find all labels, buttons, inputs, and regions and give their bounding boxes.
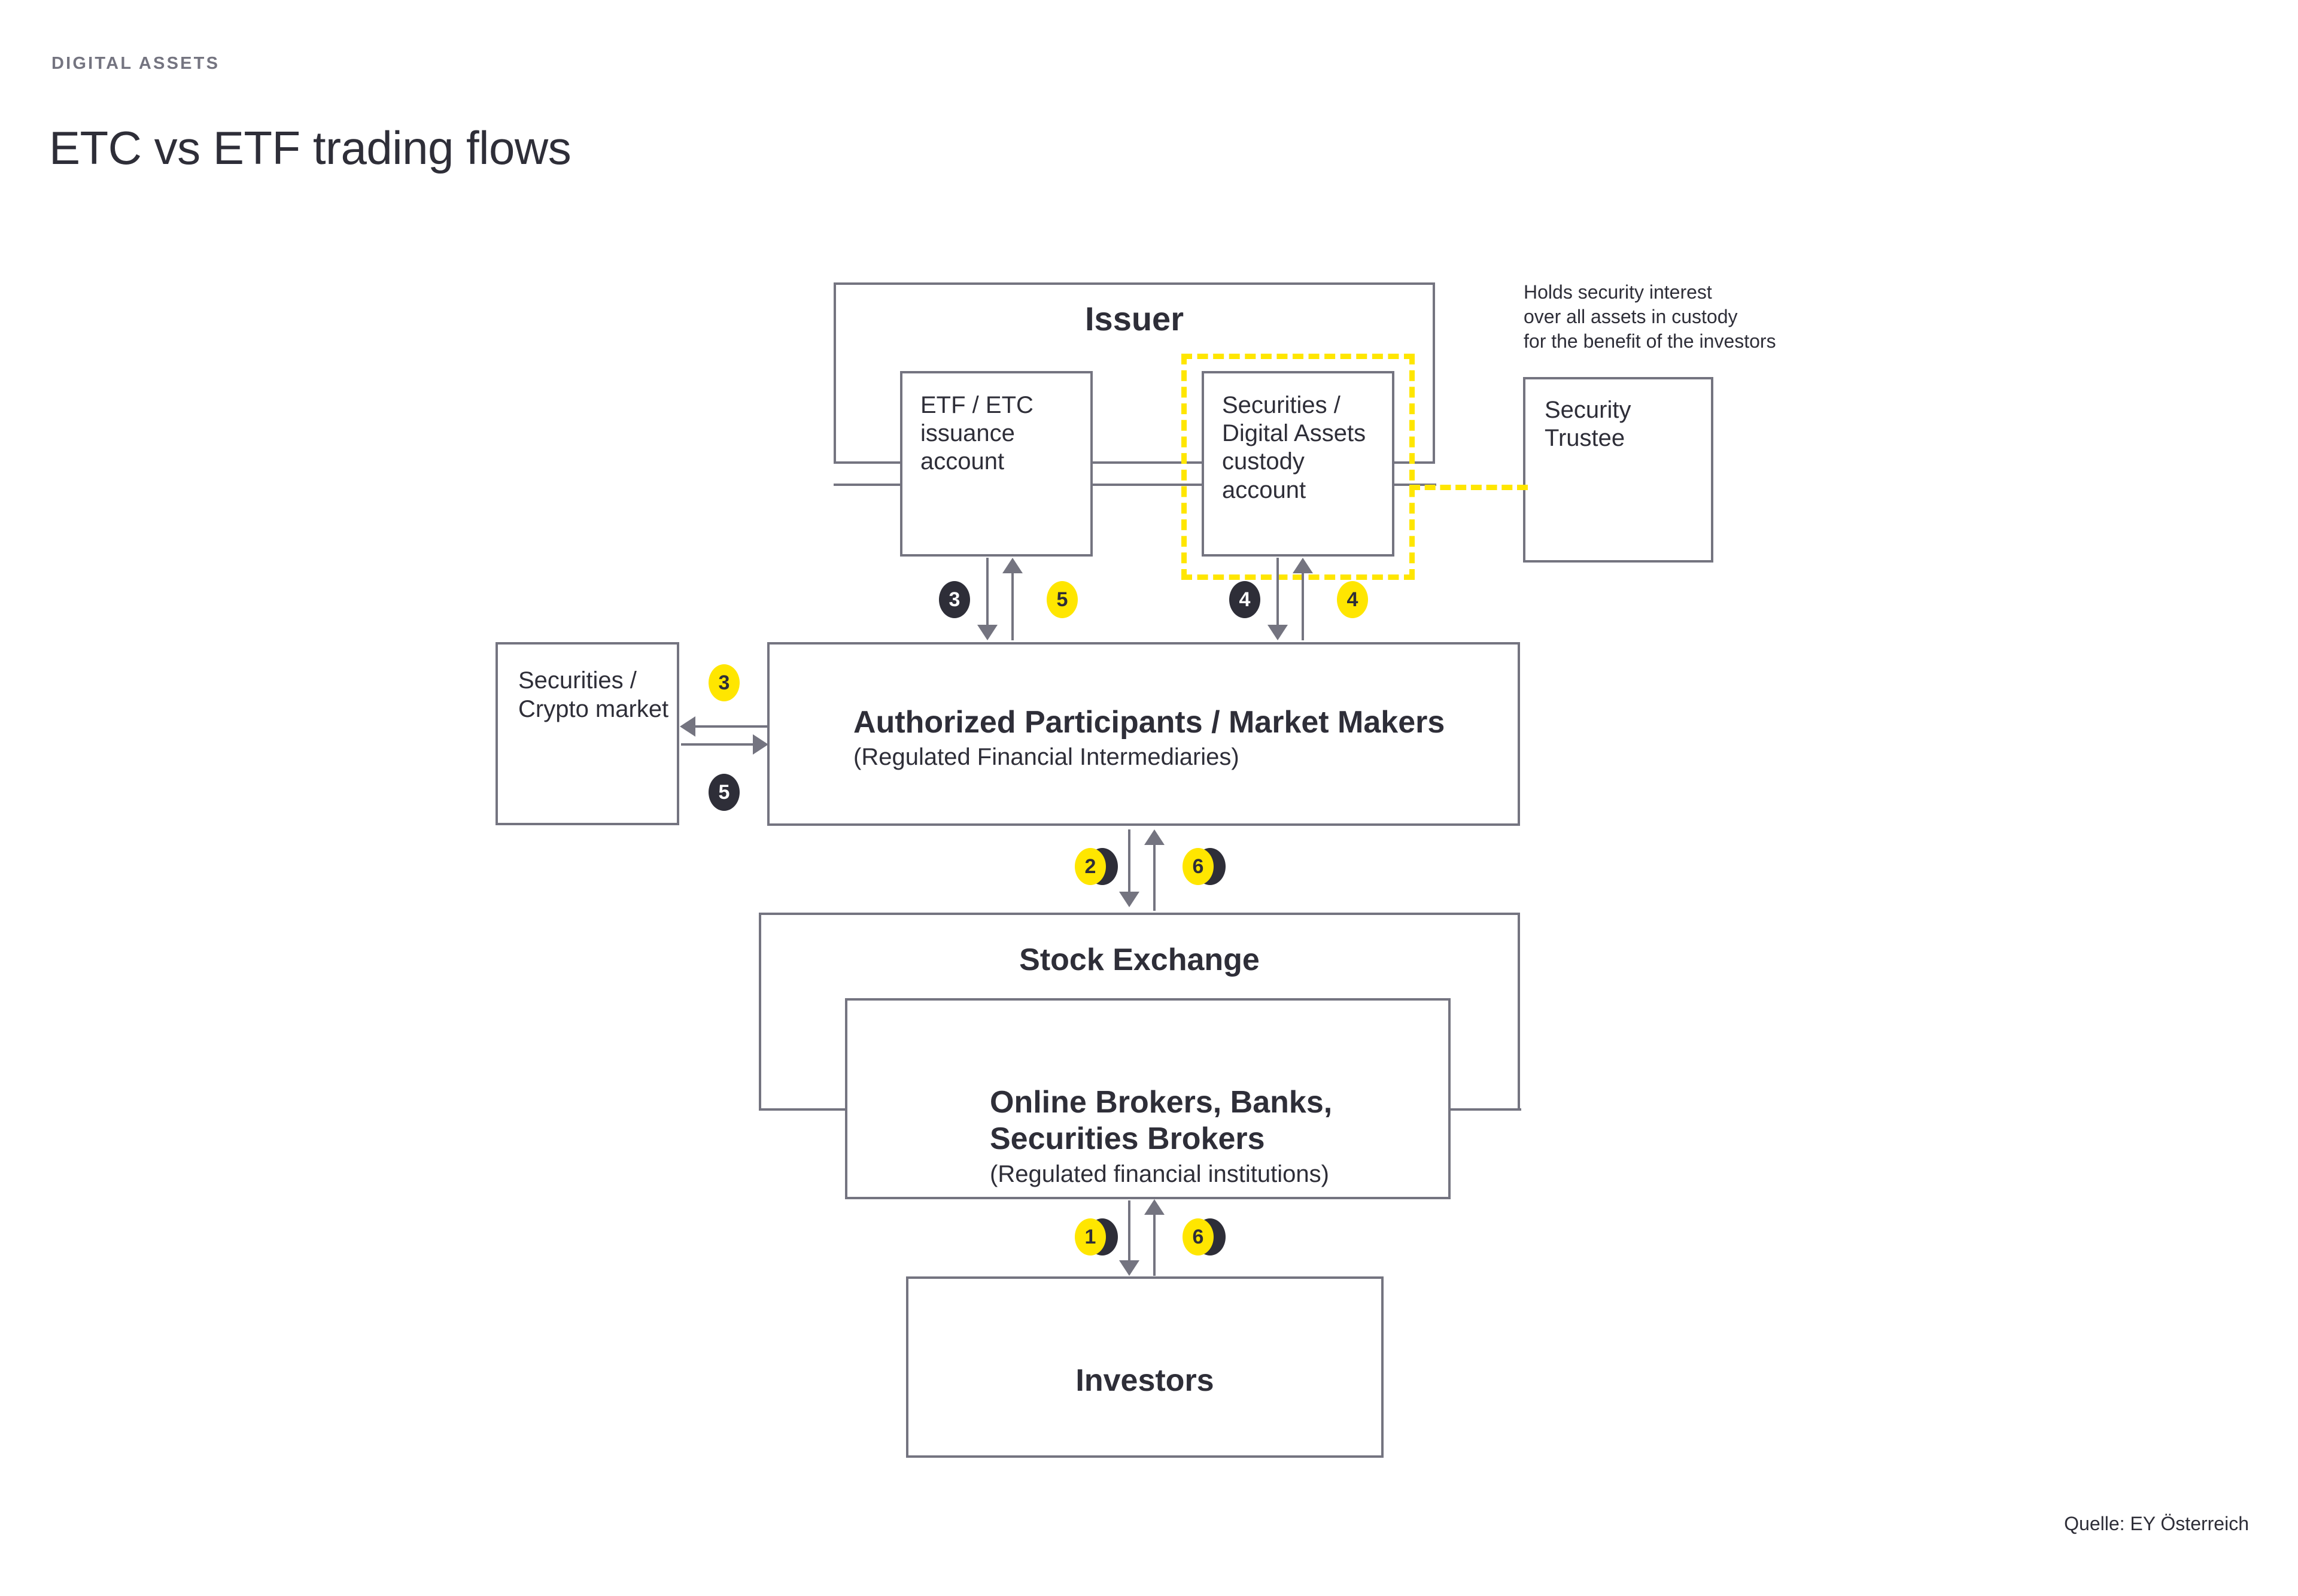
badge-number: 1 xyxy=(1084,1225,1096,1248)
badge-disc xyxy=(1047,581,1078,618)
arrow-market-right-shaft xyxy=(681,743,754,746)
etf-etc-issuance-account-label: ETF / ETC issuance account xyxy=(920,392,1034,475)
badge-disc xyxy=(939,581,970,618)
issuer-label: Issuer xyxy=(1085,300,1184,338)
source-note: Quelle: EY Österreich xyxy=(2064,1513,2249,1534)
arrow-exchange-down-shaft xyxy=(1128,829,1130,892)
authorized-participants-subtitle: (Regulated Financial Intermediaries) xyxy=(853,744,1239,770)
badge-disc xyxy=(1337,581,1368,618)
etf-etc-issuance-account-box[interactable]: ETF / ETC issuance account xyxy=(900,371,1093,557)
security-interest-dashed-connector xyxy=(1409,485,1528,490)
issuer-spine-left xyxy=(834,484,902,486)
badge-disc-front xyxy=(1183,848,1214,885)
securities-digital-assets-custody-account-label: Securities / Digital Assets custody acco… xyxy=(1222,392,1366,503)
arrow-custody-down-head xyxy=(1267,625,1288,640)
authorized-participants-title: Authorized Participants / Market Makers xyxy=(853,705,1445,740)
step-badge-6-investors: 6 xyxy=(1183,1218,1226,1255)
step-badge-3-issuance: 3 xyxy=(939,581,970,618)
step-badge-5-market: 5 xyxy=(709,774,740,811)
step-badge-5-issuance: 5 xyxy=(1047,581,1078,618)
badge-disc xyxy=(1229,581,1260,618)
security-trustee-label: Security Trustee xyxy=(1545,397,1631,452)
investors-box[interactable]: Investors xyxy=(906,1276,1384,1458)
step-badge-3-market: 3 xyxy=(709,664,740,701)
arrow-market-right-head xyxy=(753,734,768,755)
arrow-investors-up-head xyxy=(1144,1199,1165,1215)
badge-number: 3 xyxy=(949,588,960,611)
arrow-exchange-down-head xyxy=(1119,892,1139,907)
securities-digital-assets-custody-account-box[interactable]: Securities / Digital Assets custody acco… xyxy=(1202,371,1394,557)
authorized-participants-box[interactable]: Authorized Participants / Market Makers … xyxy=(767,642,1520,826)
arrow-market-left-head xyxy=(680,716,695,737)
arrow-custody-up-shaft xyxy=(1302,573,1304,640)
securities-crypto-market-box[interactable]: Securities / Crypto market xyxy=(496,642,679,825)
badge-number: 6 xyxy=(1192,855,1204,878)
arrow-custody-down-shaft xyxy=(1276,558,1279,625)
online-brokers-box[interactable]: Online Brokers, Banks, Securities Broker… xyxy=(845,998,1451,1199)
step-badge-4-custody-yellow: 4 xyxy=(1337,581,1368,618)
security-interest-dashed-outline xyxy=(1181,354,1415,580)
badge-number: 3 xyxy=(718,671,730,694)
security-trustee-note: Holds security interest over all assets … xyxy=(1524,281,1776,352)
step-badge-2-exchange: 2 xyxy=(1075,848,1118,885)
arrow-investors-down-head xyxy=(1119,1260,1139,1276)
arrow-exchange-up-head xyxy=(1144,829,1165,845)
arrow-issuance-up-shaft xyxy=(1011,573,1014,640)
arrow-market-left-shaft xyxy=(695,725,768,728)
arrow-exchange-up-shaft xyxy=(1153,845,1156,911)
badge-disc xyxy=(709,774,740,811)
arrow-investors-down-shaft xyxy=(1128,1200,1130,1261)
badge-number: 6 xyxy=(1192,1225,1204,1248)
investors-label: Investors xyxy=(1075,1363,1214,1398)
issuer-spine-middle xyxy=(1090,484,1204,486)
badge-disc-front xyxy=(1075,848,1106,885)
badge-disc xyxy=(709,664,740,701)
arrow-investors-up-shaft xyxy=(1153,1215,1156,1276)
arrow-issuance-down-shaft xyxy=(986,558,989,625)
badge-number: 4 xyxy=(1239,588,1251,611)
securities-crypto-market-label: Securities / Crypto market xyxy=(518,667,669,722)
security-trustee-box[interactable]: Security Trustee xyxy=(1523,377,1713,563)
stock-exchange-label: Stock Exchange xyxy=(1019,943,1260,977)
arrow-issuance-up-head xyxy=(1002,558,1023,573)
online-brokers-subtitle: (Regulated financial institutions) xyxy=(990,1161,1329,1187)
badge-number: 2 xyxy=(1084,855,1096,878)
arrow-custody-up-head xyxy=(1293,558,1313,573)
badge-disc-front xyxy=(1183,1218,1214,1255)
page-title: ETC vs ETF trading flows xyxy=(49,121,572,175)
eyebrow-label: DIGITAL ASSETS xyxy=(51,54,220,73)
online-brokers-title: Online Brokers, Banks, Securities Broker… xyxy=(990,1085,1333,1157)
step-badge-1-investors: 1 xyxy=(1075,1218,1118,1255)
badge-disc-front xyxy=(1075,1218,1106,1255)
step-badge-6-exchange: 6 xyxy=(1183,848,1226,885)
arrow-issuance-down-head xyxy=(977,625,998,640)
step-badge-4-custody-black: 4 xyxy=(1229,581,1260,618)
badge-number: 4 xyxy=(1346,588,1358,611)
badge-number: 5 xyxy=(718,780,730,804)
badge-number: 5 xyxy=(1056,588,1068,611)
